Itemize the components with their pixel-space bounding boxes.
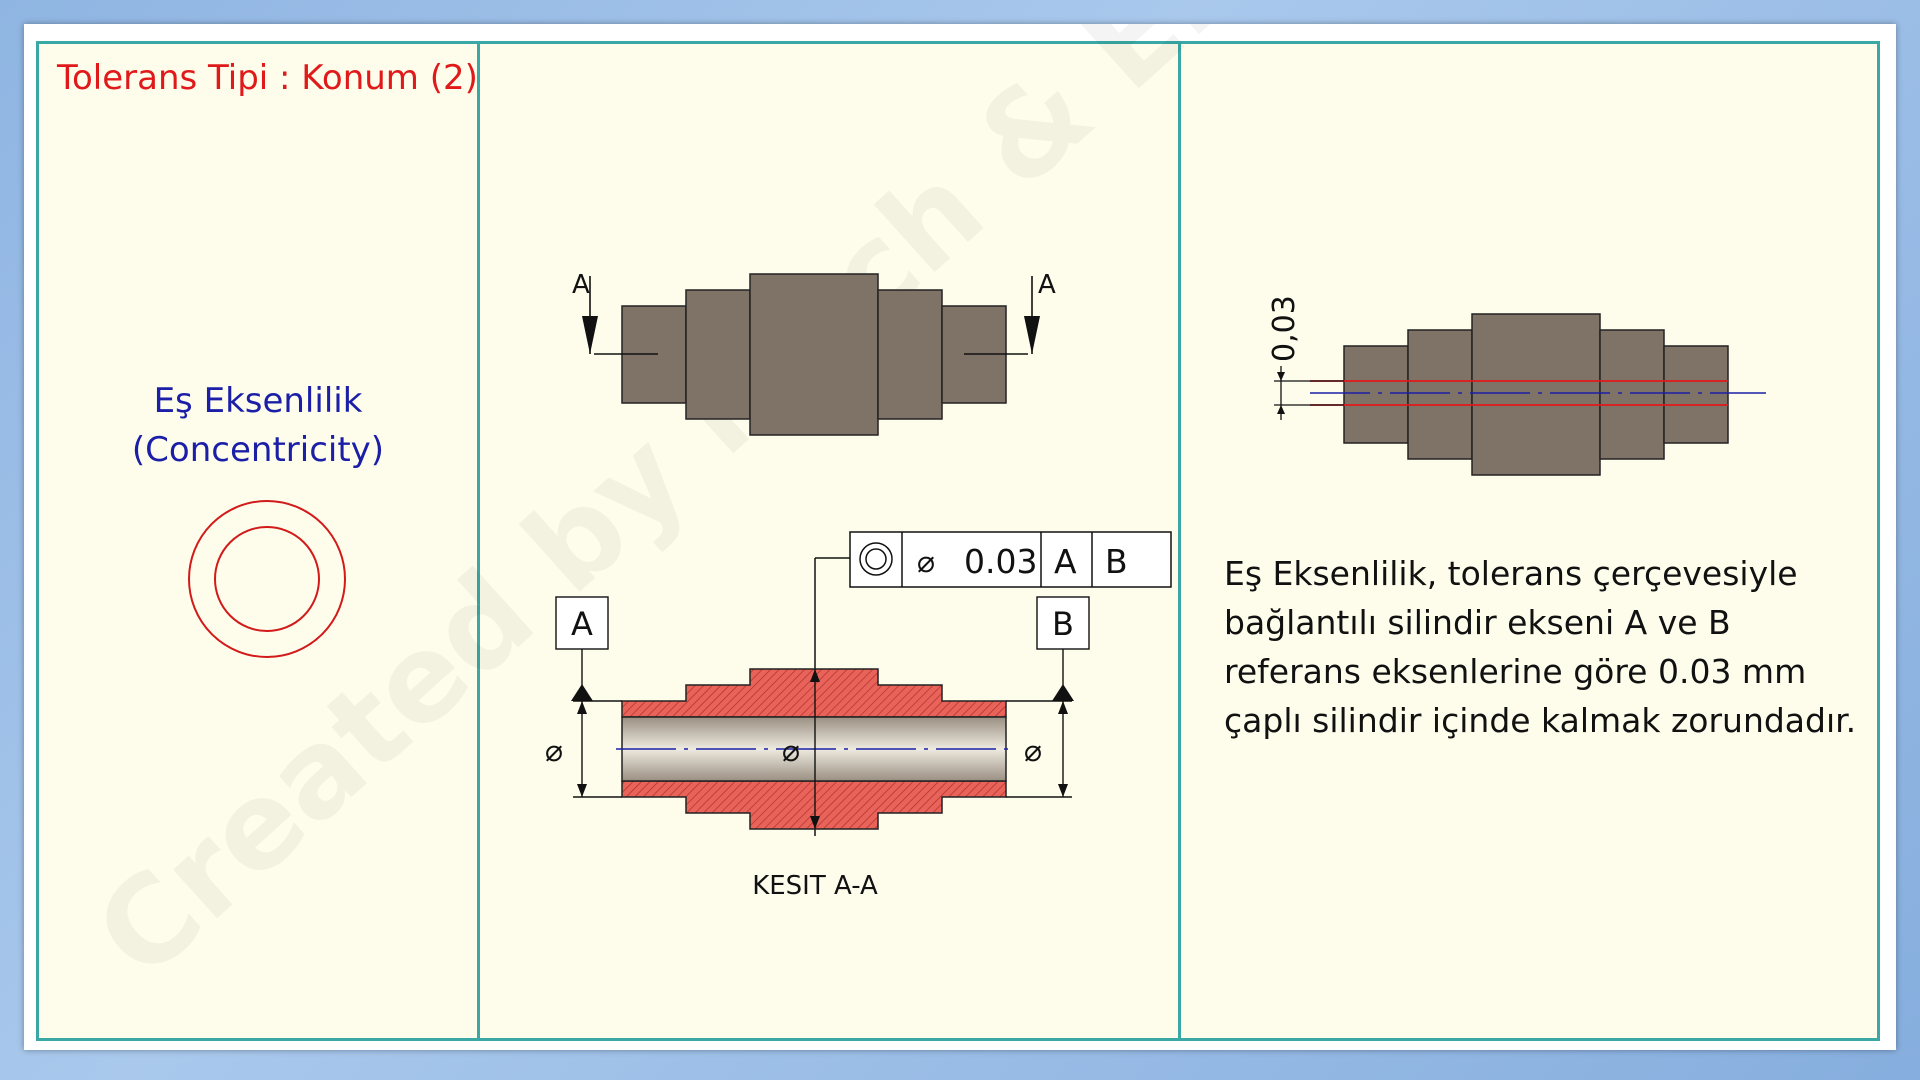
section-cut-arrows [582,276,1040,355]
fcf-datum-b: B [1105,542,1128,581]
column-divider-2 [1178,44,1181,1038]
tolerance-zone [1310,380,1766,406]
datum-b-label: B [1052,605,1074,643]
section-arrow-label-right: A [1038,270,1056,300]
watermark: Created by Mech & Engin Caglar [70,24,1787,1006]
concentricity-icon [859,542,893,576]
section-arrow-label-left: A [572,270,590,300]
shaft-tolerance-view [1343,313,1729,476]
center-diameter-symbol: ⌀ [782,734,800,769]
content-frame: Tolerans Tipi : Konum (2) Eş Eksenlilik … [36,41,1880,1041]
datum-b-diameter-symbol: ⌀ [1024,734,1042,769]
fcf-diameter-symbol: ⌀ [917,545,935,580]
fcf-tolerance-value: 0.03 [964,542,1037,581]
fcf-datum-a: A [1054,542,1077,581]
datum-b-feature [1006,596,1090,798]
datum-a-label: A [571,605,593,643]
column-divider-1 [477,44,480,1038]
description-text: Eş Eksenlilik, tolerans çerçevesiyle bağ… [1224,554,1857,740]
symbol-name: Eş Eksenlilik [153,381,363,421]
concentricity-symbol-icon [188,500,346,658]
zone-dimension [1274,366,1344,420]
section-caption: KESIT A-A [752,871,878,901]
datum-a-feature [555,596,622,798]
technical-drawing: Created by Mech & Engin Caglar A A [70,24,1787,1006]
slide: Tolerans Tipi : Konum (2) Eş Eksenlilik … [24,24,1896,1050]
symbol-english-name: (Concentricity) [131,430,385,470]
datum-a-diameter-symbol: ⌀ [545,734,563,769]
slide-title: Tolerans Tipi : Konum (2) [57,58,478,98]
zone-dimension-label: 0,03 [1267,295,1302,362]
feature-control-frame [849,531,1172,588]
section-center-dimension [810,669,820,829]
